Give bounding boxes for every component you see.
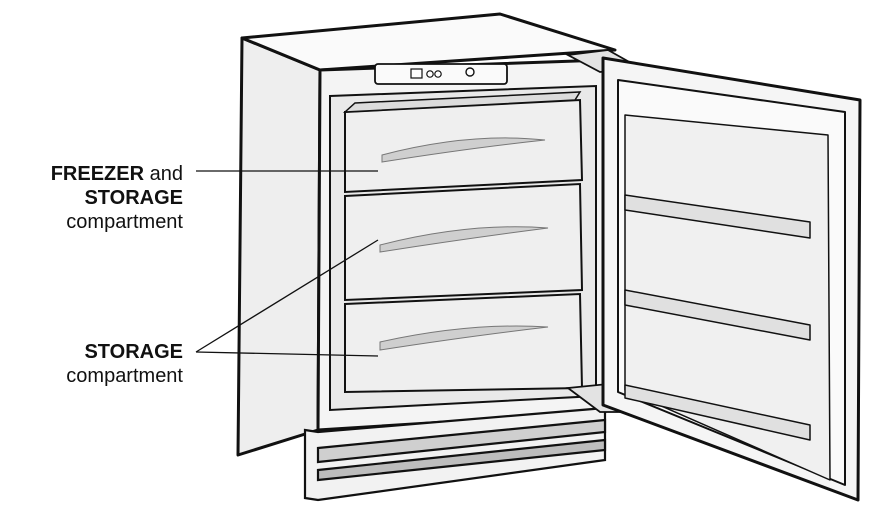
- label-freezer-bold: FREEZER: [50, 163, 145, 185]
- drawer-top: [342, 91, 584, 194]
- leader-line-storage-middle: [195, 239, 379, 353]
- drawer-bottom: [344, 292, 584, 394]
- label-freezer-and: and: [144, 163, 183, 185]
- plinth: [303, 406, 607, 502]
- label-storage: STORAGE compartment: [0, 340, 183, 388]
- door: [601, 56, 862, 502]
- leader-lines: [195, 170, 379, 357]
- label-freezer-storage-bold: STORAGE: [84, 187, 183, 209]
- label-freezer-storage: FREEZER and STORAGE compartment: [0, 162, 183, 234]
- leader-line-storage-bottom: [195, 351, 379, 357]
- label-storage-bold: STORAGE: [84, 341, 183, 363]
- label-storage-compartment: compartment: [66, 365, 183, 387]
- label-freezer-compartment: compartment: [66, 211, 183, 233]
- control-panel: [374, 63, 508, 85]
- drawer-middle: [344, 182, 584, 302]
